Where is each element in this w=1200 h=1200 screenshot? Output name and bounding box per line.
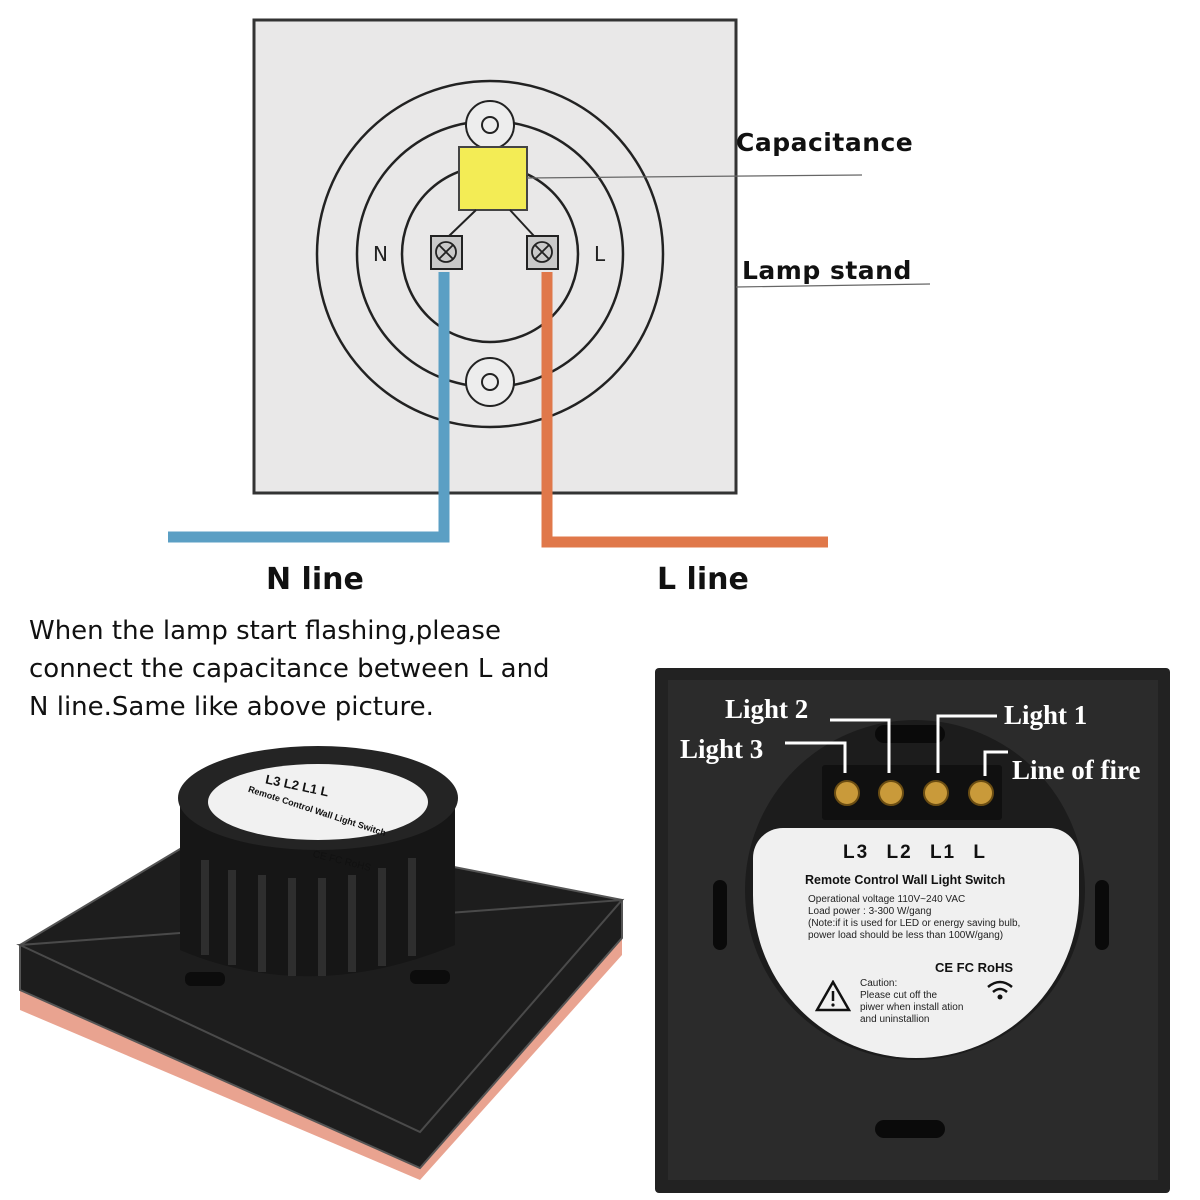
capacitor-lead-l [509, 209, 535, 237]
right-slot [1095, 880, 1109, 950]
callout-light-1: Light 1 [1004, 700, 1088, 730]
sticker-note-2: power load should be less than 100W/gang… [808, 930, 1004, 941]
side-sticker [208, 764, 428, 840]
sticker-caution: Caution: Please cut off the piwer when i… [860, 978, 990, 1026]
caution-line-2: piwer when install ation [860, 1002, 964, 1013]
caution-line-1: Please cut off the [860, 990, 938, 1001]
bottom-slot [875, 1120, 945, 1138]
terminal-l [526, 235, 559, 270]
capacitor-lead-n [448, 209, 477, 237]
caution-title: Caution: [860, 978, 898, 989]
instruction-line-1: When the lamp start flashing,please [29, 616, 501, 646]
wifi-icon [987, 980, 1013, 1000]
screw-l [968, 780, 994, 806]
screw-l3 [834, 780, 860, 806]
screw-l1 [923, 780, 949, 806]
terminal-label-l1: L1 [929, 842, 957, 863]
screw-hole-bottom [465, 357, 515, 407]
outer-ring [315, 79, 665, 429]
caution-line-3: and uninstallion [860, 1014, 930, 1025]
l-wire [541, 272, 828, 548]
terminal-label-l3: L3 [843, 842, 870, 863]
screw-hole-bottom-inner [481, 373, 499, 391]
callout-light-3: Light 3 [680, 734, 764, 764]
n-wire [168, 272, 450, 543]
callout-line-of-fire: Line of fire [1012, 755, 1141, 785]
capacitance-leader [526, 174, 863, 179]
screw-hole-top-inner [481, 116, 499, 134]
callout-light-2: Light 2 [725, 694, 809, 724]
l-line-label: L line [657, 562, 749, 597]
terminal-n-label: N [373, 242, 388, 266]
top-slot [875, 725, 945, 743]
lamp-stand-leader [735, 283, 931, 288]
sticker-title: Remote Control Wall Light Switch [805, 873, 1006, 887]
left-slot [713, 880, 727, 950]
sticker-load: Load power : 3-300 W/gang [808, 906, 932, 917]
terminal-label-l: L [973, 842, 988, 863]
callout-leaders [785, 714, 1008, 776]
lamp-stand-label: Lamp stand [742, 256, 912, 285]
lamp-plate [252, 18, 738, 495]
terminal-label-l2: L2 [886, 842, 913, 863]
n-line-label: N line [266, 562, 364, 597]
terminal-l-label: L [594, 242, 606, 266]
instruction-line-2: connect the capacitance between L and [29, 654, 550, 684]
instruction-text: When the lamp start flashing,please conn… [29, 612, 609, 726]
terminal-labels: L3 L2 L1 L [843, 842, 1003, 864]
capacitor [458, 146, 528, 211]
switch-side-photo [16, 746, 625, 1180]
terminal-n [430, 235, 463, 270]
capacitance-label: Capacitance [736, 128, 914, 157]
sticker-voltage: Operational voltage 110V~240 VAC [808, 894, 966, 905]
sticker-marks: CE FC RoHS [935, 960, 1013, 975]
switch-body [180, 805, 455, 977]
sticker-specs: Operational voltage 110V~240 VAC Load po… [808, 894, 1048, 942]
warning-icon [815, 980, 851, 1012]
screw-hole-top [465, 100, 515, 150]
instruction-line-3: N line.Same like above picture. [29, 692, 434, 722]
screw-l2 [878, 780, 904, 806]
sticker-note-1: (Note:if it is used for LED or energy sa… [808, 918, 1021, 929]
